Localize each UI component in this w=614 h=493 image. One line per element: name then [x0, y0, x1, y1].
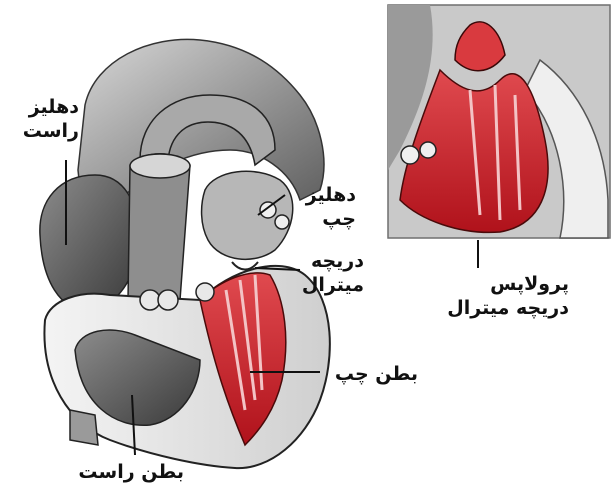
label-mitral-valve-line2: میترال [302, 273, 364, 297]
label-mitral-prolapse-line2: دریچه میترال [447, 296, 569, 320]
prolapse-inset [388, 5, 610, 238]
label-left-atrium-line1: دهلیز [306, 183, 356, 207]
label-mitral-prolapse: پرولاپس دریچه میترال [447, 272, 569, 320]
right-atrium-chamber [40, 175, 138, 310]
label-right-atrium-line2: راست [23, 119, 79, 143]
label-right-ventricle-line1: بطن راست [78, 460, 184, 484]
label-right-ventricle: بطن راست [78, 460, 184, 484]
label-right-atrium-line1: دهلیز [23, 95, 79, 119]
label-left-atrium-line2: چپ [306, 207, 356, 231]
label-mitral-valve: دریچه میترال [302, 249, 364, 297]
label-left-atrium: دهلیز چپ [306, 183, 356, 231]
label-mitral-prolapse-line1: پرولاپس [447, 272, 569, 296]
heart-illustration [40, 39, 330, 468]
label-mitral-valve-line1: دریچه [302, 249, 364, 273]
label-left-ventricle-line1: بطن چپ [335, 362, 418, 386]
label-right-atrium: دهلیز راست [23, 95, 79, 143]
label-left-ventricle: بطن چپ [335, 362, 418, 386]
